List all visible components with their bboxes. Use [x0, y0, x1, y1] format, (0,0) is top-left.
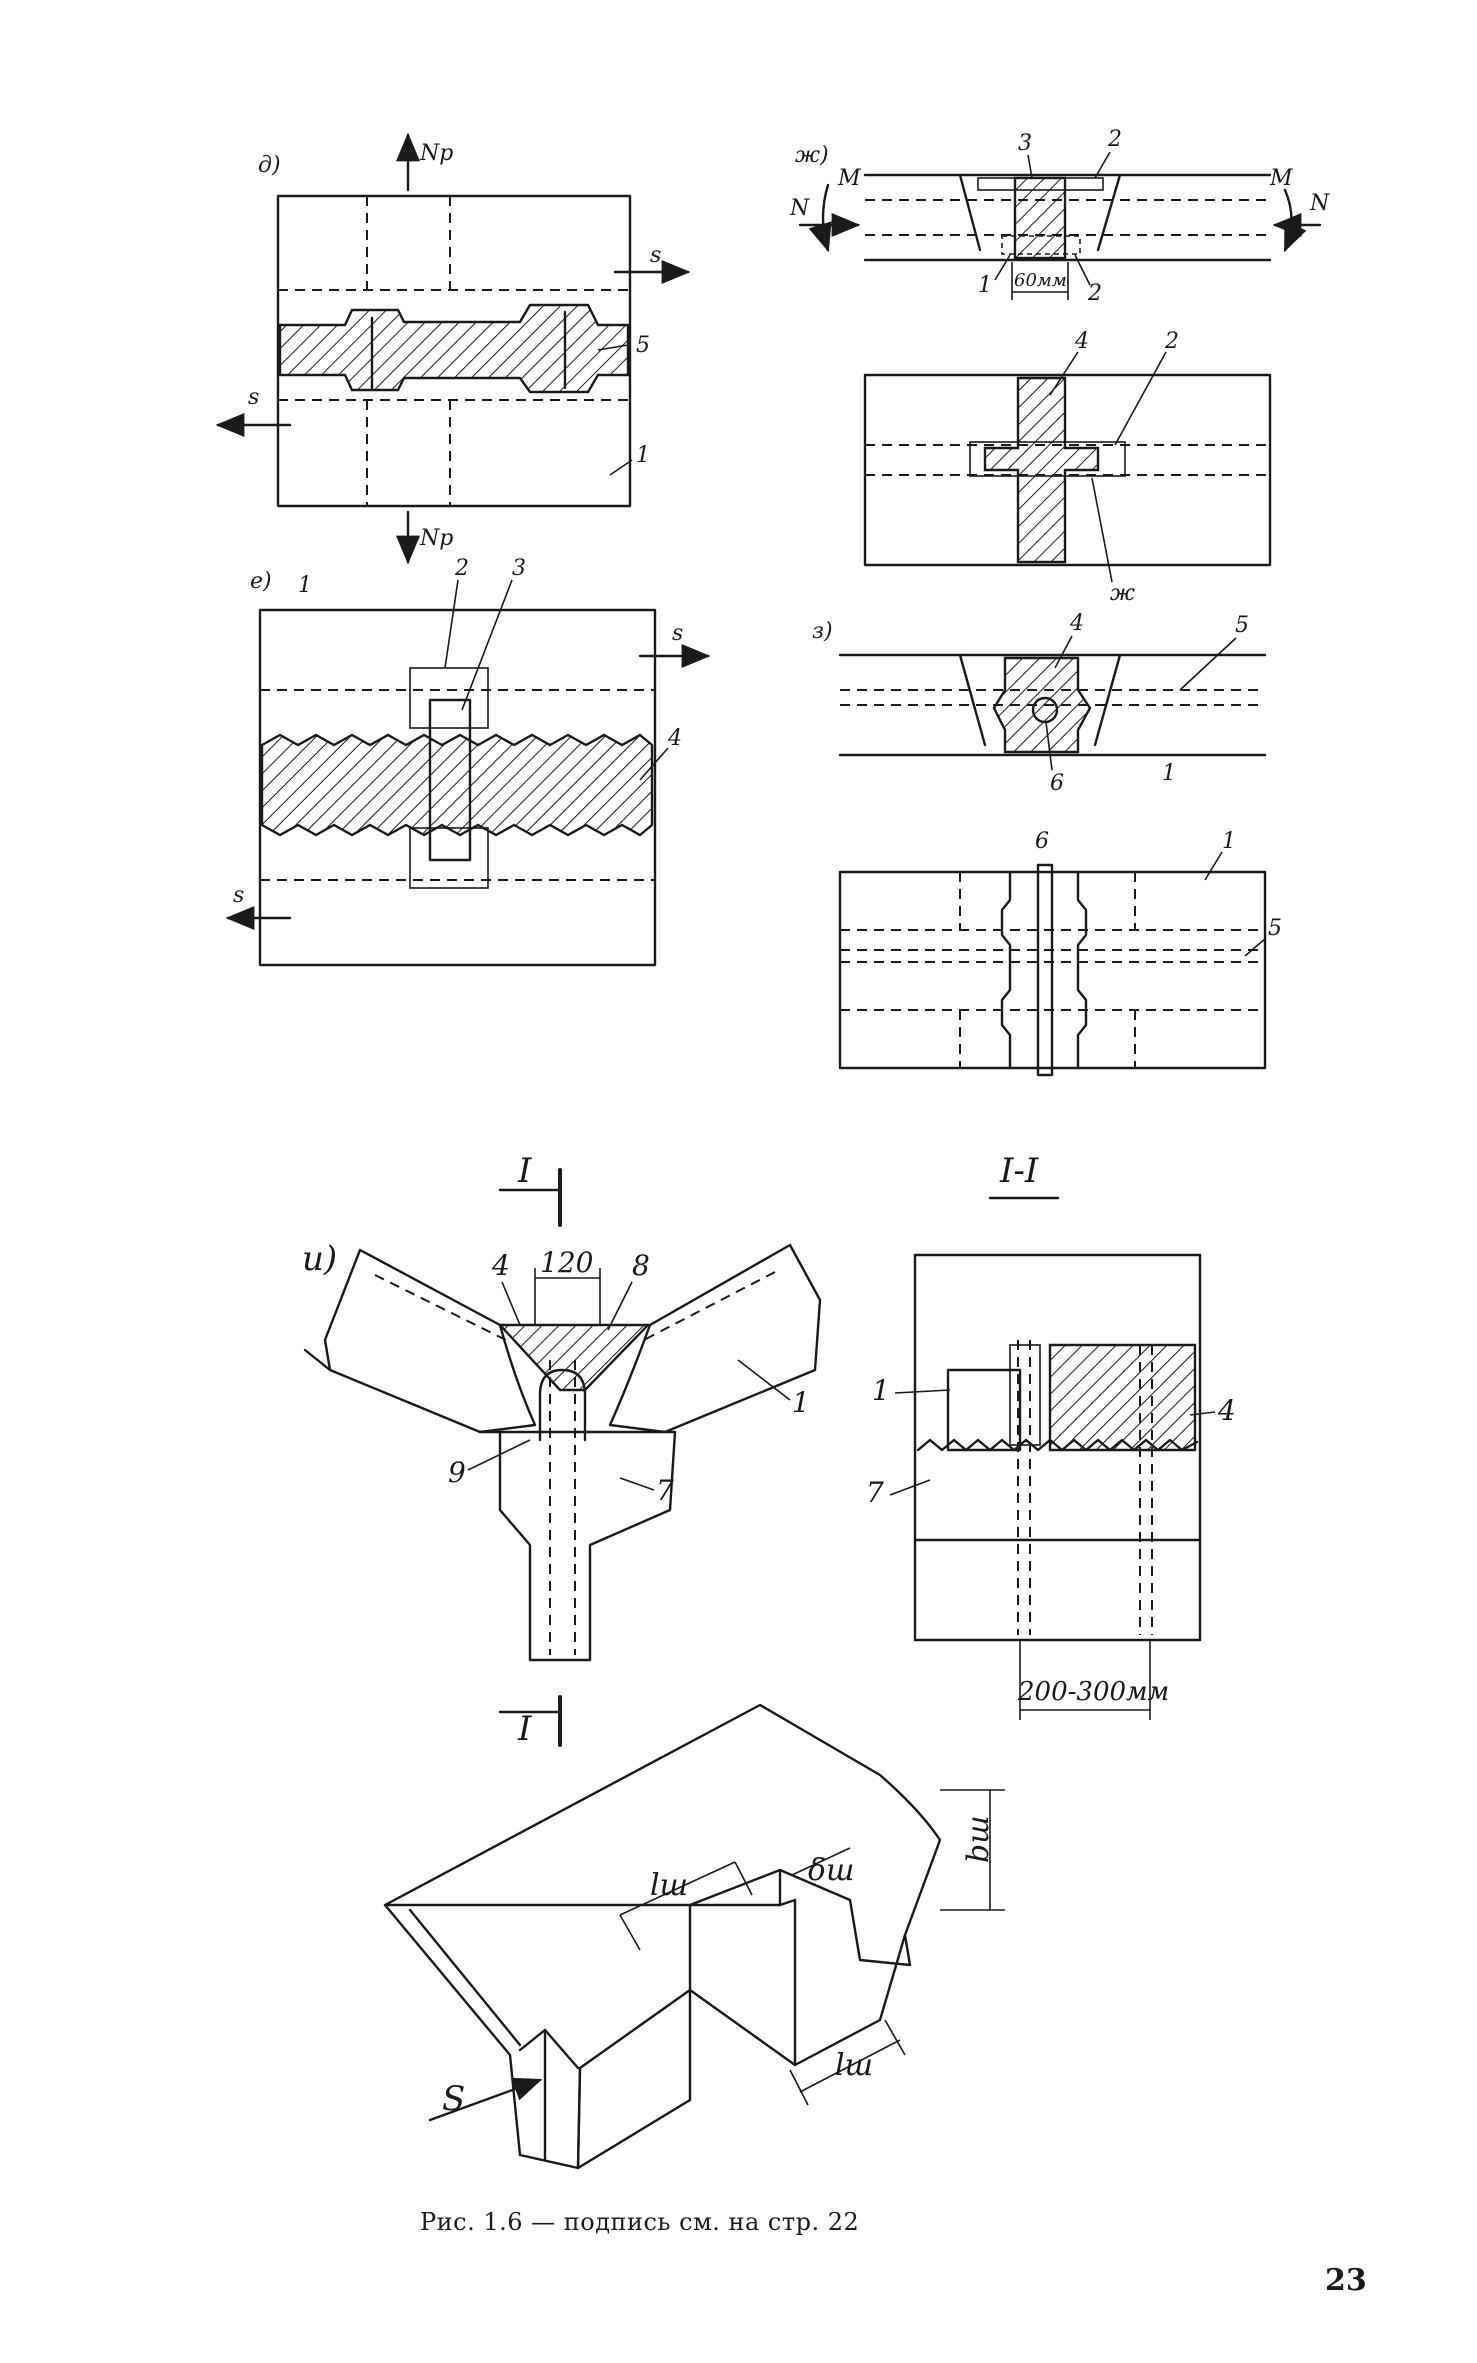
section-i-i-callout-4: 4	[1217, 1394, 1236, 1427]
panel-d-letter: д)	[258, 153, 281, 178]
panel-zh-callout-2a: 2	[1107, 127, 1122, 152]
panel-i-callout-1: 1	[792, 1386, 810, 1419]
key-length-top: lш	[650, 1868, 688, 1903]
panel-i: и) I I 120 4 8 1 9 7	[302, 1151, 822, 1749]
page-number: 23	[1325, 2263, 1367, 2298]
panel-zh-plan-grout	[983, 376, 1100, 564]
section-i-i-dimension: 200-300мм	[1017, 1677, 1169, 1707]
key-length-bottom: lш	[835, 2048, 873, 2083]
panel-zh-plan-callout-2: 2	[1164, 329, 1179, 354]
panel-d-shear-left: s	[248, 385, 259, 410]
shear-key-isometric: S lш δш bш lш	[383, 1703, 1005, 2170]
panel-zh-plan-callout-zh: ж	[1110, 581, 1135, 606]
panel-e-callout-3: 3	[512, 556, 526, 581]
section-i-i-callout-7: 7	[866, 1476, 884, 1509]
panel-d: д) Np Np s s 5 1	[215, 132, 691, 565]
panel-z-callout-6: 6	[1050, 771, 1064, 796]
panel-i-dimension: 120	[540, 1246, 593, 1279]
panel-d-callout-1: 1	[636, 443, 650, 468]
panel-e-callout-1: 1	[298, 573, 312, 598]
panel-zh-plan-callout-4: 4	[1074, 329, 1089, 354]
panel-d-callout-5: 5	[636, 333, 650, 358]
panel-e-joint-band	[260, 733, 654, 837]
key-shear: S	[442, 2079, 465, 2119]
panel-e: е) 1 2 3 4 s s	[225, 556, 711, 967]
section-i-i-title: I-I	[999, 1151, 1039, 1191]
panel-i-callout-8: 8	[632, 1249, 650, 1282]
panel-d-force-bottom: Np	[419, 526, 453, 551]
panel-i-callout-7: 7	[656, 1474, 674, 1507]
panel-zh: ж) 3 2 1 2 60мм M N M N 4	[789, 127, 1330, 606]
section-i-i-callout-1: 1	[872, 1374, 890, 1407]
section-i-i: I-I 1 4 7 200-300мм	[866, 1151, 1236, 1720]
panel-e-shear-right: s	[672, 621, 683, 646]
panel-z-plan-callout-1: 1	[1222, 829, 1236, 854]
panel-d-shear-right: s	[650, 243, 661, 268]
panel-zh-letter: ж)	[795, 143, 829, 168]
panel-z-callout-5: 5	[1235, 613, 1249, 638]
panel-zh-normal-right: N	[1309, 191, 1330, 216]
panel-zh-callout-1: 1	[978, 273, 992, 298]
panel-i-callout-9: 9	[448, 1456, 466, 1489]
panel-z-grout	[992, 656, 1092, 754]
panel-z-plan-callout-5: 5	[1268, 916, 1282, 941]
panel-z: з) 4 5 6 1 6 1 5	[812, 611, 1282, 1077]
panel-d-frame	[276, 194, 632, 508]
panel-e-callout-2: 2	[454, 556, 469, 581]
panel-z-letter: з)	[812, 619, 833, 644]
panel-z-callout-4: 4	[1069, 611, 1084, 636]
panel-d-joint-band	[278, 303, 630, 394]
panel-zh-dimension: 60мм	[1014, 270, 1067, 291]
section-i-i-grout	[1048, 1343, 1197, 1452]
panel-zh-normal-left: N	[789, 196, 810, 221]
panel-zh-callout-2b: 2	[1087, 281, 1102, 306]
panel-zh-callout-3: 3	[1018, 131, 1032, 156]
panel-e-shear-left: s	[233, 883, 244, 908]
key-height: bш	[961, 1815, 996, 1863]
panel-e-callout-4: 4	[667, 726, 682, 751]
panel-i-letter: и)	[302, 1239, 337, 1279]
figure-caption: Рис. 1.6 — подпись см. на стр. 22	[420, 2208, 860, 2236]
panel-zh-moment-left: M	[837, 166, 861, 191]
panel-z-plan-callout-6: 6	[1035, 829, 1049, 854]
panel-i-callout-4: 4	[491, 1249, 510, 1282]
panel-i-section-mark-top: I	[517, 1151, 532, 1191]
panel-d-force-top: Np	[419, 141, 453, 166]
key-depth: δш	[808, 1853, 854, 1888]
panel-i-section-mark-bottom: I	[517, 1709, 532, 1749]
panel-zh-moment-right: M	[1269, 166, 1293, 191]
panel-e-letter: е)	[250, 569, 272, 594]
panel-z-callout-1: 1	[1162, 761, 1176, 786]
